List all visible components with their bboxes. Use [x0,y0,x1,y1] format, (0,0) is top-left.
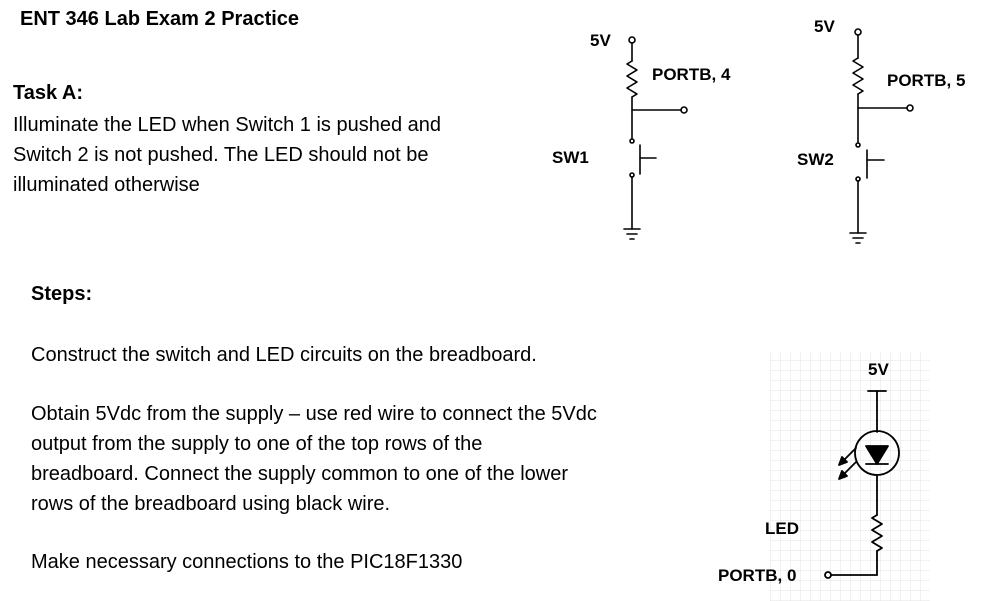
sw1-ground-symbol [623,228,641,240]
sw1-port-terminal [680,106,688,114]
step-line: Obtain 5Vdc from the supply – use red wi… [31,403,597,425]
task-heading: Task A: [13,82,84,104]
sw2-supply-label: 5V [814,17,835,36]
sw2-port-label: PORTB, 5 [887,71,966,90]
led-port-label: PORTB, 0 [718,566,797,585]
steps-heading: Steps: [31,283,93,305]
sw2-label: SW2 [797,150,834,169]
step-item: Make necessary connections to the PIC18F… [31,547,691,577]
task-line: illuminated otherwise [13,174,200,196]
led-circuit [824,390,900,579]
step-line: rows of the breadboard using black wire. [31,493,391,515]
step-line: output from the supply to one of the top… [31,433,483,455]
led-port-terminal [824,571,832,579]
led-grid-background [770,352,930,601]
sw2-resistor [852,57,864,95]
sw1-supply-terminal [628,36,636,44]
step-line: breadboard. Connect the supply common to… [31,463,568,485]
led-supply-label: 5V [868,360,889,379]
step-item: Obtain 5Vdc from the supply – use red wi… [31,399,691,519]
task-description: Illuminate the LED when Switch 1 is push… [13,110,533,200]
led-label: LED [765,519,799,538]
step-line: Make necessary connections to the PIC18F… [31,551,463,573]
step-item: Construct the switch and LED circuits on… [31,340,691,370]
sw1-resistor [626,60,638,98]
sw2-port-terminal [906,104,914,112]
sw2-switch-contact [855,142,861,148]
sw1-circuit [623,36,688,240]
task-line: Illuminate the LED when Switch 1 is push… [13,114,442,136]
page-title: ENT 346 Lab Exam 2 Practice [20,8,300,30]
sw1-label: SW1 [552,148,589,167]
led-diode-triangle [865,445,889,465]
task-line: Switch 2 is not pushed. The LED should n… [13,144,429,166]
sw1-port-label: PORTB, 4 [652,65,731,84]
led-resistor [871,514,883,552]
sw2-supply-terminal [854,28,862,36]
step-line: Construct the switch and LED circuits on… [31,344,537,366]
sw2-circuit [849,28,914,244]
sw1-supply-label: 5V [590,31,611,50]
sw2-ground-symbol [849,232,867,244]
sw1-switch-contact [629,138,635,144]
